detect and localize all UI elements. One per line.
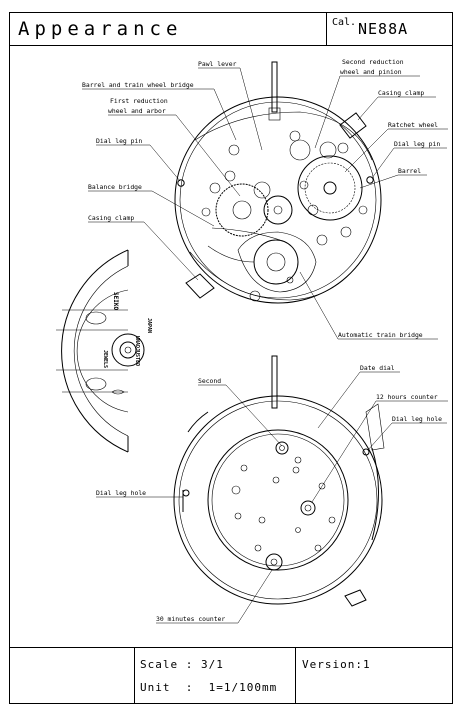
- label-casing-clamp-right: Casing clamp: [378, 89, 424, 97]
- top-labels: Pawl lever Second reduction wheel and pi…: [82, 58, 448, 340]
- dial-leg-pin-left-shape: [177, 179, 185, 187]
- ratchet-wheel-shape: [304, 162, 356, 214]
- page-title: Appearance: [18, 18, 183, 40]
- bottom-labels: Date dial Second 12 hours counter Dial l…: [96, 364, 448, 624]
- stem-top: [271, 61, 278, 113]
- rotor-brand-text: SEIKO: [112, 292, 119, 310]
- top-movement: [174, 61, 382, 304]
- label-date-dial: Date dial: [360, 364, 395, 372]
- label-automatic-train-bridge: Automatic train bridge: [338, 331, 423, 339]
- first-reduction-wheel: [215, 183, 269, 237]
- label-second-reduction-2: wheel and pinion: [340, 68, 402, 76]
- automatic-train-bridge-shape: [237, 231, 317, 293]
- drawing-sheet: Appearance Cal. NE88A Scale : 3/1 Unit :…: [9, 12, 453, 704]
- bottom-small-parts: [231, 456, 336, 552]
- label-dial-leg-pin-right: Dial leg pin: [394, 140, 440, 148]
- footer-divider-right: [295, 648, 296, 704]
- rotor-unadjusted-text: UNADJUSTED: [134, 336, 140, 366]
- twelve-hours-pipe: [300, 500, 316, 516]
- label-ratchet-wheel: Ratchet wheel: [388, 121, 438, 129]
- main-plate-top: [174, 96, 382, 304]
- screws-top: [201, 130, 368, 302]
- label-twelve-hours: 12 hours counter: [376, 393, 438, 401]
- casing-clamp-bottom: [344, 589, 367, 607]
- dial-leg-hole-left-shape: [182, 489, 190, 497]
- caliber-label: Cal.: [332, 17, 357, 28]
- label-dial-leg-pin-left: Dial leg pin: [96, 137, 142, 145]
- rotor: SEIKO JAPAN UNADJUSTED JEWELS: [56, 249, 152, 453]
- date-dial-inner: [207, 429, 349, 571]
- casing-clamp-top-right: [339, 112, 367, 139]
- second-hand-pipe: [275, 441, 289, 455]
- barrel-shape: [297, 155, 363, 221]
- rotor-jewels-text: JEWELS: [102, 350, 108, 368]
- main-plate-bottom: [173, 395, 383, 605]
- label-first-reduction-1: First reduction: [110, 97, 168, 105]
- header-divider: [326, 13, 327, 45]
- label-dial-leg-hole-left: Dial leg hole: [96, 489, 146, 497]
- version-text: Version:1: [302, 658, 371, 671]
- label-barrel: Barrel: [398, 167, 421, 175]
- bottom-movement: [173, 355, 385, 607]
- rotor-hub: [111, 333, 145, 367]
- label-first-reduction-2: wheel and arbor: [108, 107, 166, 115]
- unit-text: Unit : 1=1/100mm: [140, 681, 278, 694]
- label-second: Second: [198, 377, 221, 385]
- label-casing-clamp-left: Casing clamp: [88, 214, 134, 222]
- rotor-made-in-text: JAPAN: [146, 318, 152, 333]
- label-thirty-minutes: 30 minutes counter: [156, 615, 225, 623]
- label-balance-bridge: Balance bridge: [88, 183, 142, 191]
- thirty-minutes-pipe: [265, 553, 283, 571]
- label-pawl-lever: Pawl lever: [198, 60, 237, 68]
- scale-text: Scale : 3/1: [140, 658, 224, 671]
- rotor-outer-arc: [61, 249, 129, 453]
- dial-leg-pin-right-shape: [366, 176, 374, 184]
- label-dial-leg-hole-right: Dial leg hole: [392, 415, 442, 423]
- stem-bottom: [271, 355, 278, 409]
- label-barrel-train-bridge: Barrel and train wheel bridge: [82, 81, 194, 89]
- caliber-value: NE88A: [358, 20, 409, 38]
- footer-divider-left: [134, 648, 135, 704]
- title-block: Appearance Cal. NE88A: [10, 13, 452, 46]
- label-second-reduction-1: Second reduction: [342, 58, 404, 66]
- dial-leg-hole-right-shape: [362, 448, 370, 456]
- footer-block: Scale : 3/1 Unit : 1=1/100mm Version:1: [10, 647, 452, 704]
